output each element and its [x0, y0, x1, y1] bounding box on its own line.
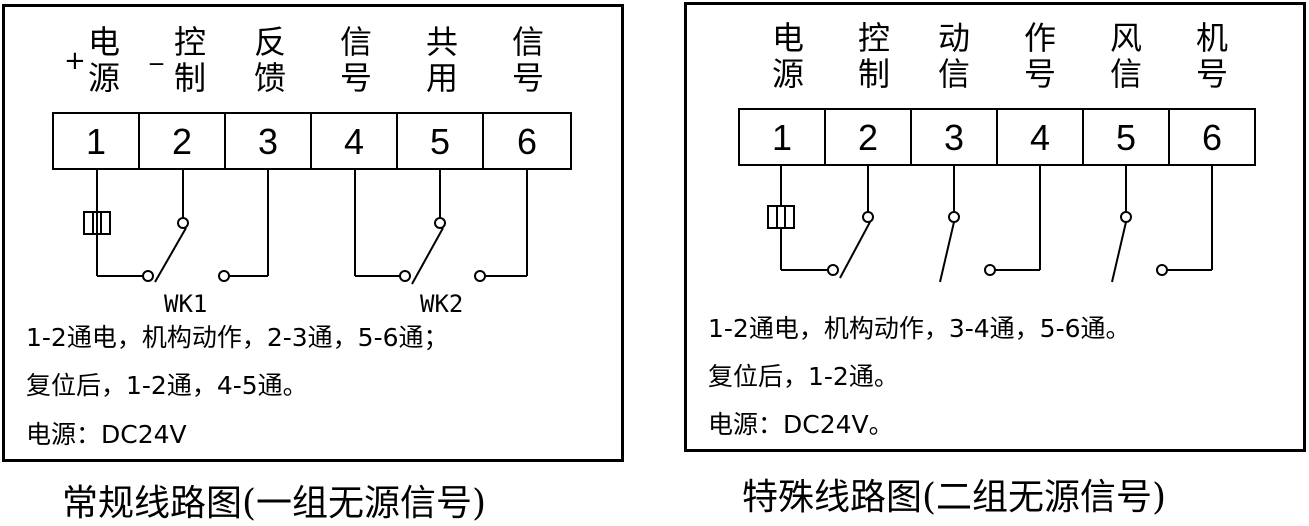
right-switch2-contact: [984, 264, 996, 276]
right-terminal-1: 1: [738, 108, 826, 166]
right-terminal-6: 6: [1168, 108, 1256, 166]
left-caption: 常规线路图(一组无源信号): [62, 483, 487, 524]
right-note-2: 复位后，1-2通。: [708, 362, 899, 391]
right-note-3: 电源：DC24V。: [708, 410, 894, 439]
left-switch1-blade: [154, 227, 187, 283]
right-terminal-5: 5: [1082, 108, 1170, 166]
right-terminal-4: 4: [996, 108, 1084, 166]
right-switch1-contact: [827, 264, 839, 276]
left-header-6: 信号: [511, 23, 544, 97]
right-header-3: 动信: [937, 19, 970, 93]
switch-label-wk1: WK1: [164, 290, 208, 318]
left-switch1-pivot: [177, 217, 189, 229]
left-header-5: 共用: [425, 23, 458, 97]
right-header-4: 作号: [1023, 19, 1056, 93]
right-note-1: 1-2通电，机构动作，3-4通，5-6通。: [708, 314, 1131, 343]
minus-sign: _: [150, 36, 163, 66]
right-header-2: 控制: [857, 19, 890, 93]
left-switch2-blade: [411, 227, 444, 285]
right-switch2-blade: [939, 221, 955, 283]
left-terminal-6: 6: [482, 112, 572, 170]
left-switch2-contact-a: [399, 270, 411, 282]
right-switch1-blade: [839, 221, 871, 279]
left-switch1-contact-b: [218, 270, 230, 282]
switch-label-wk2: WK2: [420, 290, 464, 318]
right-switch3-contact: [1156, 264, 1168, 276]
left-switch1-contact-a: [142, 270, 154, 282]
right-switch3-blade: [1111, 221, 1127, 283]
left-switch2-contact-b: [474, 270, 486, 282]
right-switch1-pivot: [862, 211, 874, 223]
right-terminal-2: 2: [824, 108, 912, 166]
right-diagram-frame: [684, 2, 1306, 452]
right-caption: 特殊线路图(二组无源信号): [742, 477, 1167, 518]
left-note-2: 复位后，1-2通，4-5通。: [26, 371, 308, 400]
right-header-6: 机号: [1195, 19, 1228, 93]
right-header-1: 电源: [771, 19, 804, 93]
left-note-1: 1-2通电，机构动作，2-3通，5-6通；: [26, 323, 449, 352]
left-header-4: 信号: [339, 23, 372, 97]
left-header-3: 反馈: [253, 23, 286, 97]
right-terminal-3: 3: [910, 108, 998, 166]
right-header-5: 风信: [1109, 19, 1142, 93]
plus-sign: +: [64, 46, 86, 76]
left-diagram-frame: [2, 4, 624, 462]
left-header-1: 电源: [87, 23, 120, 97]
left-header-2: 控制: [173, 23, 206, 97]
left-note-3: 电源：DC24V: [26, 420, 187, 449]
left-switch2-pivot: [434, 217, 446, 229]
